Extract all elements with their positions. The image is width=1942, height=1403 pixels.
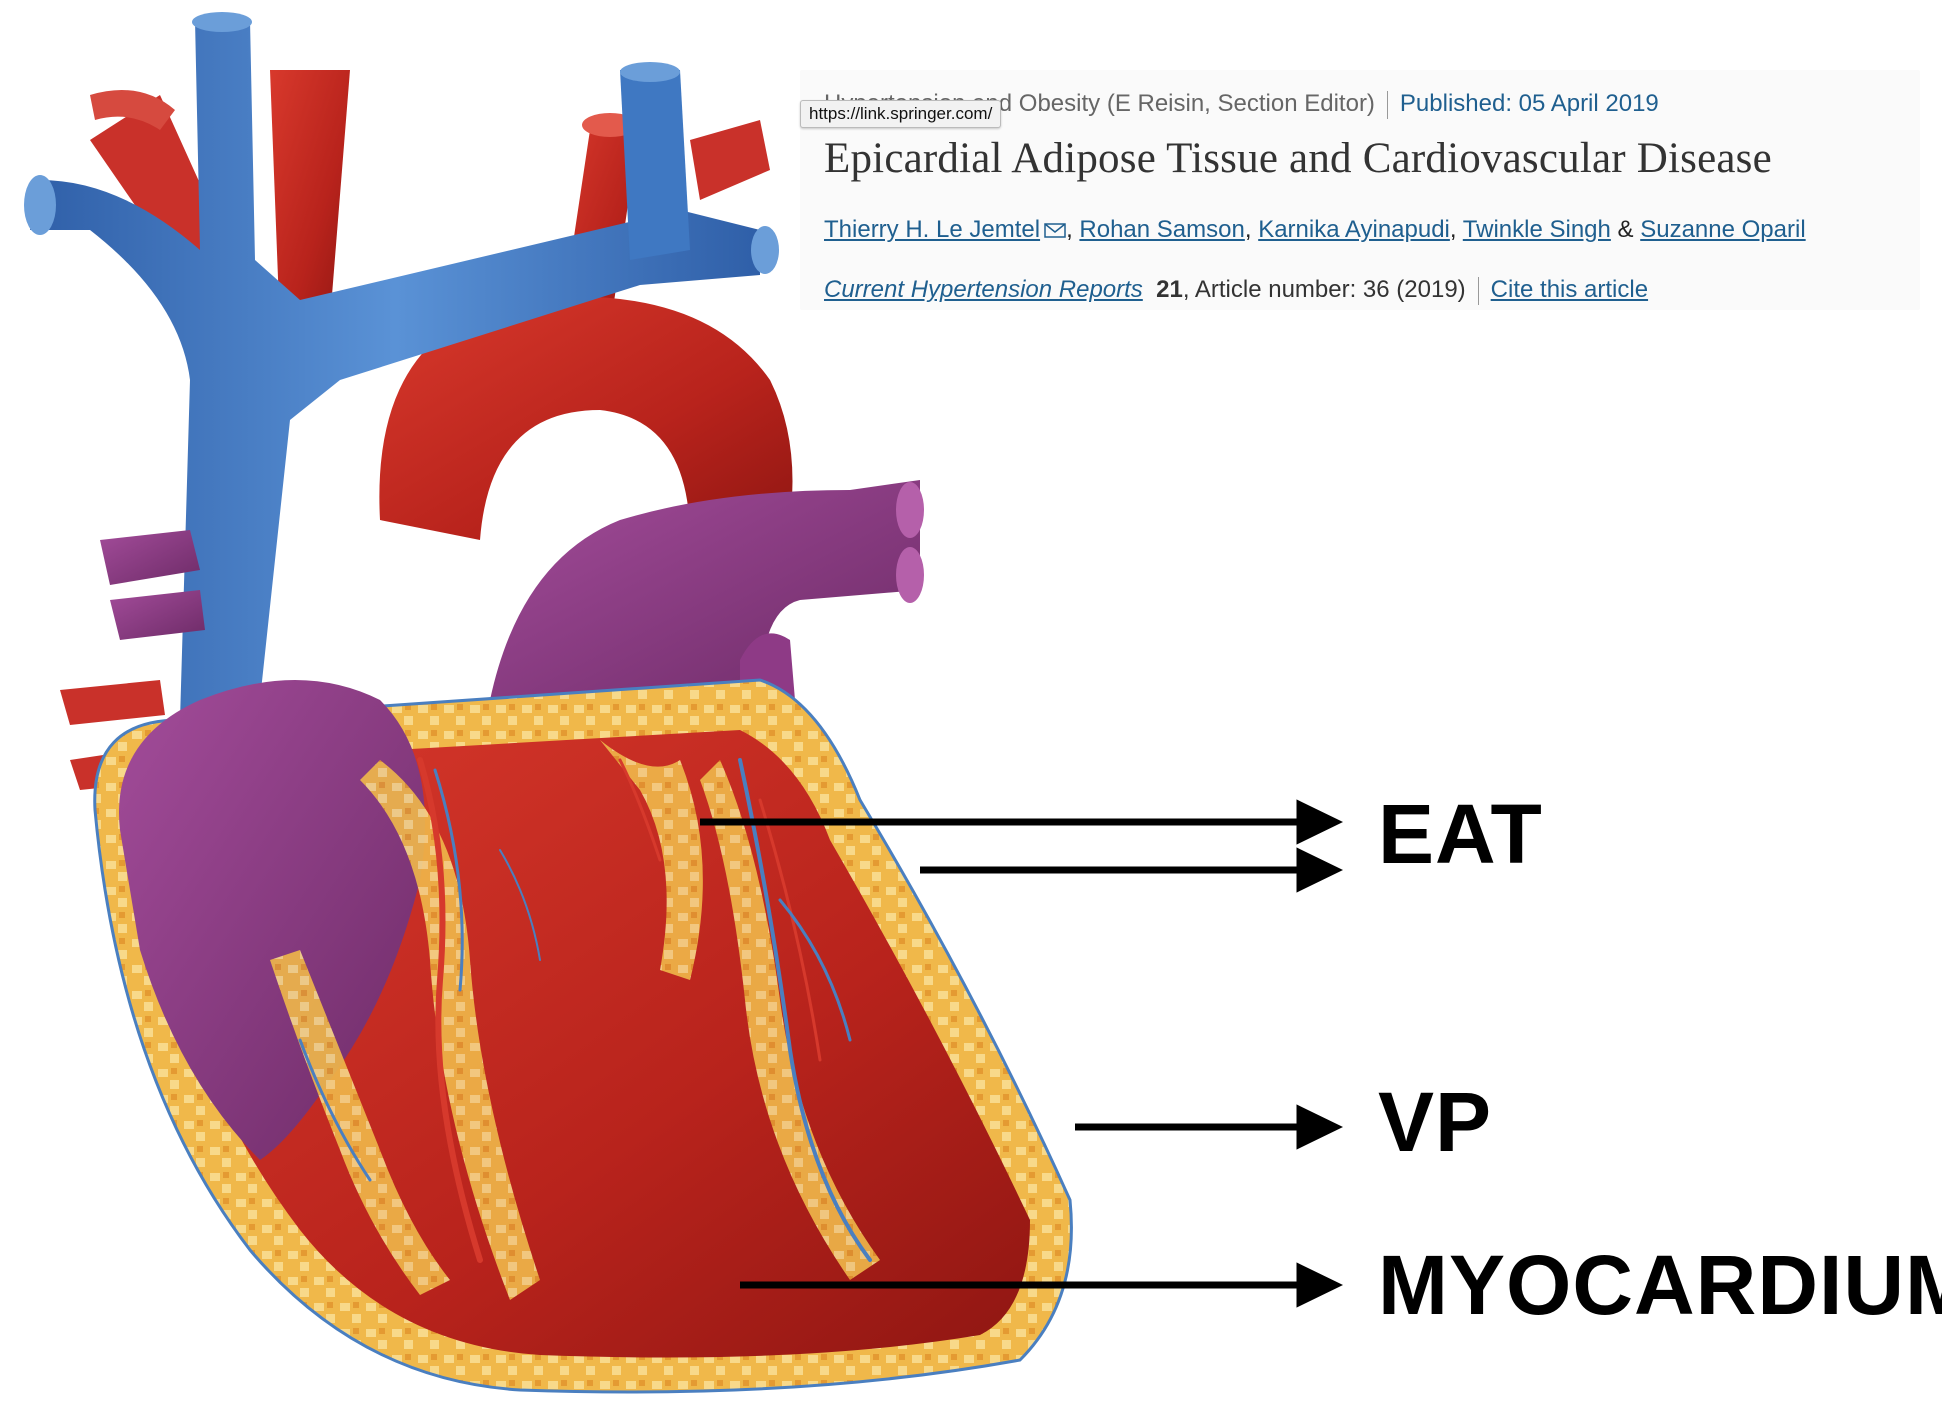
label-myocardium: MYOCARDIUM (1378, 1243, 1942, 1327)
journal-separator (1478, 277, 1479, 305)
author-link-5[interactable]: Suzanne Oparil (1640, 216, 1805, 243)
meta-separator (1387, 91, 1388, 119)
journal-line: Current Hypertension Reports 21, Article… (824, 276, 1648, 305)
cite-article-link[interactable]: Cite this article (1491, 276, 1648, 303)
journal-link[interactable]: Current Hypertension Reports (824, 276, 1143, 303)
author-link-3[interactable]: Karnika Ayinapudi (1258, 216, 1450, 243)
published-date: Published: 05 April 2019 (1400, 90, 1659, 117)
label-vp: VP (1378, 1080, 1492, 1164)
article-title: Epicardial Adipose Tissue and Cardiovasc… (824, 134, 1772, 183)
label-eat: EAT (1378, 792, 1543, 876)
arrow-eat-1-head (1300, 805, 1335, 839)
author-link-4[interactable]: Twinkle Singh (1463, 216, 1611, 243)
pulmonary-opening-1 (896, 482, 924, 538)
arrow-eat-2-head (1300, 853, 1335, 887)
volume-number: 21 (1156, 276, 1183, 303)
arrow-vp-head (1300, 1110, 1335, 1144)
mail-icon[interactable] (1044, 223, 1066, 238)
article-info: , Article number: 36 (2019) (1183, 276, 1466, 303)
pulmonary-opening-2 (896, 547, 924, 603)
author-list: Thierry H. Le Jemtel, Rohan Samson, Karn… (824, 216, 1806, 244)
url-tooltip: https://link.springer.com/ (800, 100, 1001, 128)
author-link-1[interactable]: Thierry H. Le Jemtel (824, 216, 1040, 243)
pulmonary-trunk (490, 480, 920, 700)
arrow-myocardium-head (1300, 1268, 1335, 1302)
author-link-2[interactable]: Rohan Samson (1079, 216, 1244, 243)
